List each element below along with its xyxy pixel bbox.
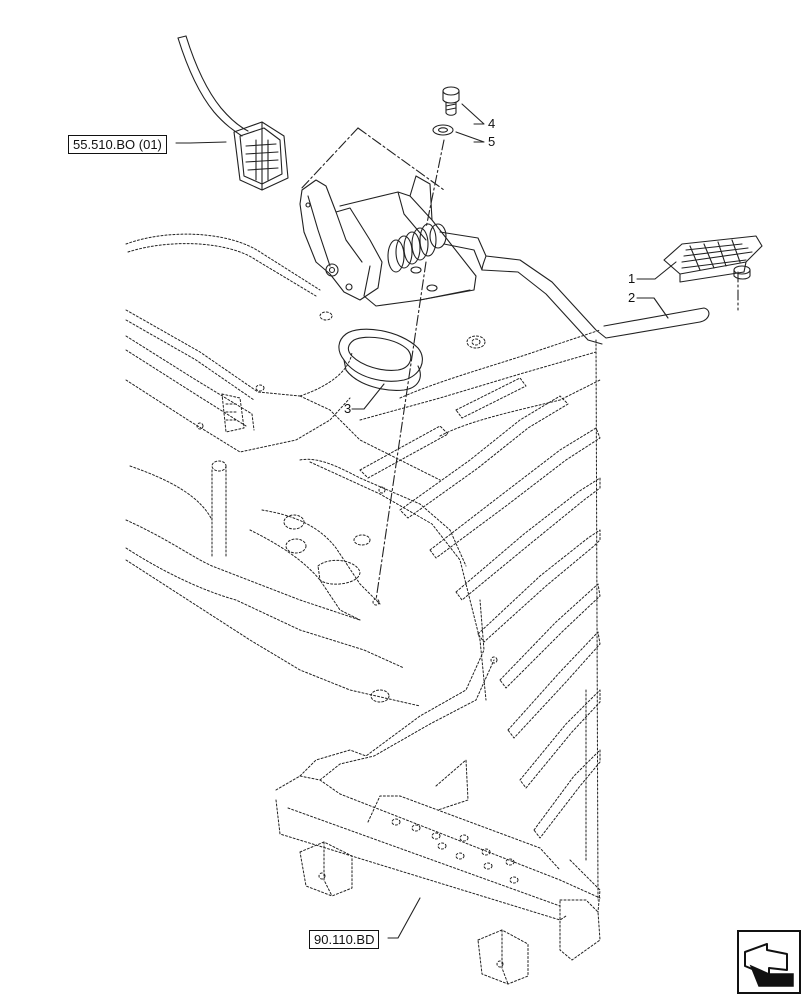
pedal-spring <box>387 223 447 273</box>
cab-floor-panel <box>125 233 601 985</box>
callout-5: 5 <box>488 134 496 149</box>
reference-link-cab-floor[interactable]: 90.110.BD <box>309 930 380 949</box>
page-navigation-arrow-icon[interactable] <box>737 930 801 994</box>
callout-4: 4 <box>488 116 496 131</box>
reference-link-wiring[interactable]: 55.510.BO (01) <box>68 135 167 154</box>
wiring-harness <box>177 35 249 137</box>
callout-1: 1 <box>628 271 636 286</box>
pedal-arm <box>439 231 710 345</box>
leader-lines <box>175 103 677 939</box>
pedal-sensor-bracket <box>299 179 383 301</box>
washer-part <box>432 124 454 136</box>
callout-2: 2 <box>628 290 636 305</box>
assembly-centerlines <box>299 127 739 601</box>
pedal-mounting-plate <box>339 175 477 307</box>
callout-3: 3 <box>344 401 352 416</box>
rubber-grommet <box>338 328 423 391</box>
pedal-footpad <box>663 235 763 283</box>
electrical-connector <box>233 121 289 191</box>
bolt-part <box>442 86 460 116</box>
